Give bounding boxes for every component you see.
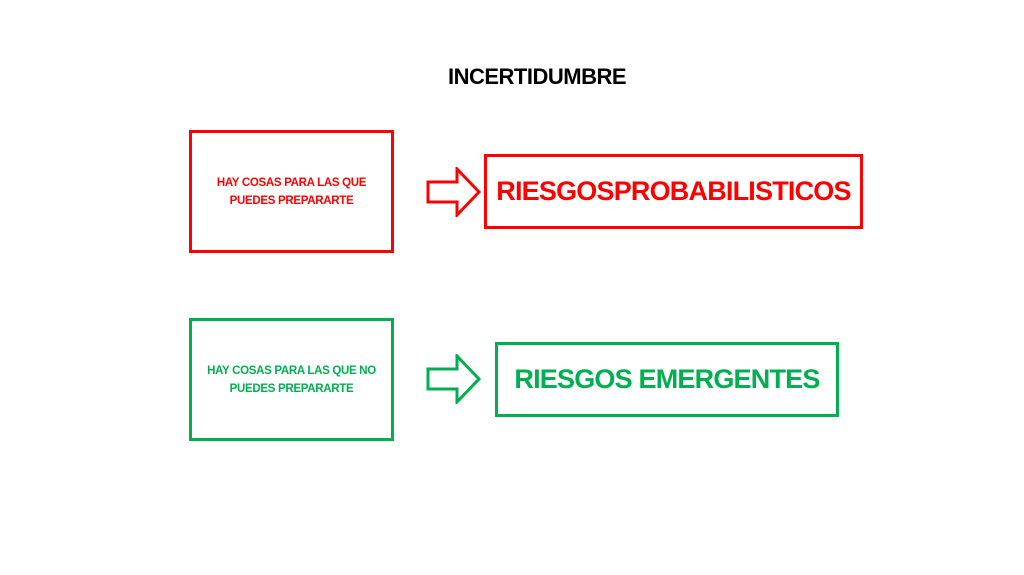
right-arrow-icon (426, 167, 482, 217)
unprepared-box: HAY COSAS PARA LAS QUE NO PUEDES PREPARAR… (189, 318, 394, 441)
right-arrow-icon (426, 354, 482, 404)
unprepared-text-line1: HAY COSAS PARA LAS QUE NO (207, 364, 376, 377)
prepared-text-line2: PUEDES PREPARARTE (229, 194, 354, 207)
unprepared-text-line2: PUEDES PREPARARTE (229, 382, 354, 395)
prepared-text-line1: HAY COSAS PARA LAS QUE (216, 176, 367, 189)
emerging-risks-label: RIESGOS EMERGENTES (514, 364, 820, 394)
slide-title: INCERTIDUMBRE (447, 64, 627, 89)
probabilistic-risks-label: RIESGOSPROBABILISTICOS (496, 176, 851, 206)
prepared-box: HAY COSAS PARA LAS QUE PUEDES PREPARARTE (189, 130, 394, 253)
emerging-risks-box: RIESGOS EMERGENTES (495, 342, 839, 417)
probabilistic-risks-box: RIESGOSPROBABILISTICOS (484, 154, 863, 229)
